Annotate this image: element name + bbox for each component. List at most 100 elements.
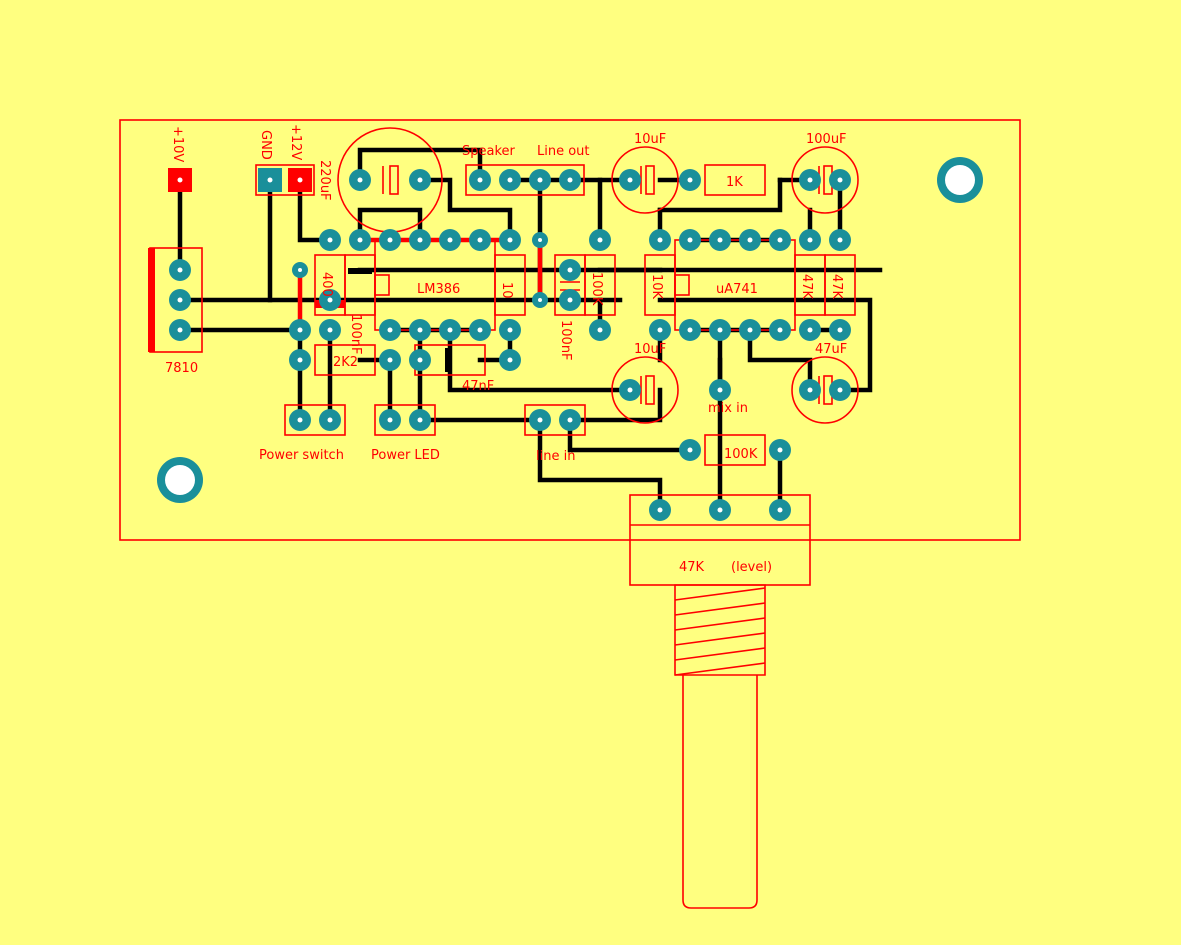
pad-drill-hole xyxy=(327,417,333,423)
pad-drill-hole xyxy=(627,177,633,183)
pad-drill-hole xyxy=(327,237,333,243)
pad-drill-hole xyxy=(567,417,573,423)
label-pot-level: (level) xyxy=(731,560,772,575)
pad-drill-hole xyxy=(387,327,393,333)
pad-drill-hole xyxy=(567,267,573,273)
pad-drill-hole xyxy=(297,417,303,423)
label-res-100k-a: 100K xyxy=(589,272,604,306)
label-cap-100nf-b: 100nF xyxy=(558,320,573,361)
pads xyxy=(168,168,312,192)
pad-drill-hole xyxy=(687,237,693,243)
via-drill-hole xyxy=(538,298,542,302)
pad-drill-hole xyxy=(507,357,513,363)
pad-drill-hole xyxy=(357,177,363,183)
pad-drill-hole xyxy=(837,387,843,393)
pad-drill-hole xyxy=(477,177,483,183)
pad-drill-hole xyxy=(417,327,423,333)
label-gnd: GND xyxy=(258,130,273,160)
label-cap-10uf-top: 10uF xyxy=(634,132,666,147)
pad-drill-hole xyxy=(537,177,543,183)
pad-drill-hole xyxy=(687,177,693,183)
label-res-100k-b: 100K xyxy=(724,447,758,462)
pad-drill-hole xyxy=(657,507,663,513)
label-speaker: Speaker xyxy=(462,144,516,159)
pad-drill-hole xyxy=(837,177,843,183)
label-cap-100uf: 100uF xyxy=(806,132,847,147)
pad-drill-hole xyxy=(597,327,603,333)
label-pot: 47K xyxy=(679,560,705,575)
label-res-1k: 1K xyxy=(726,175,743,190)
pad-drill-hole xyxy=(807,387,813,393)
label-res-400: 400 xyxy=(319,272,334,297)
pad-drill-hole xyxy=(417,357,423,363)
pad-drill-hole xyxy=(567,297,573,303)
pad-drill-hole xyxy=(387,357,393,363)
pad-drill-hole xyxy=(477,327,483,333)
label-reg-7810: 7810 xyxy=(165,361,198,376)
pad-drill-hole xyxy=(327,297,333,303)
pad-drill-hole xyxy=(387,417,393,423)
pad-drill-hole xyxy=(597,237,603,243)
pad-drill-hole xyxy=(747,237,753,243)
pad-drill-hole xyxy=(747,327,753,333)
pad-drill-hole xyxy=(627,387,633,393)
text-labels: +10V GND +12V 220uF Speaker Line out 10u… xyxy=(165,124,847,575)
pad-drill-hole xyxy=(807,177,813,183)
pad-drill-hole xyxy=(687,447,693,453)
label-power-led: Power LED xyxy=(371,448,440,463)
label-res-2k2: 2K2 xyxy=(333,355,358,370)
label-power-switch: Power switch xyxy=(259,448,344,463)
label-plus10v: +10V xyxy=(170,126,185,162)
board-outline xyxy=(119,119,1021,541)
pad-drill-hole xyxy=(807,237,813,243)
via-drill-hole xyxy=(298,268,302,272)
pad-drill-hole xyxy=(297,357,303,363)
pad-drill-hole xyxy=(777,447,783,453)
pad-drill-hole xyxy=(837,327,843,333)
mounting-holes xyxy=(157,157,983,503)
pad-drill-hole xyxy=(177,297,183,303)
label-res-47k-b: 47K xyxy=(829,274,844,300)
label-ua741: uA741 xyxy=(716,282,758,297)
pad-drill-hole xyxy=(777,507,783,513)
pad-drill-hole xyxy=(657,327,663,333)
label-line-in: line in xyxy=(536,449,575,464)
label-res-10: 10 xyxy=(499,282,514,299)
pad-drill-hole xyxy=(417,417,423,423)
pad-drill-hole xyxy=(387,237,393,243)
pad-drill-hole xyxy=(417,177,423,183)
pad-drill-hole xyxy=(717,327,723,333)
pad-drill-hole xyxy=(297,327,303,333)
pad-drill-hole xyxy=(777,327,783,333)
label-cap-47uf: 47uF xyxy=(815,342,847,357)
label-res-10k: 10K xyxy=(649,274,664,300)
pad-drill-hole xyxy=(507,327,513,333)
label-mix-in: mix in xyxy=(708,401,748,416)
label-cap-220uf: 220uF xyxy=(317,160,332,201)
label-res-47k-a: 47K xyxy=(799,274,814,300)
pad-drill-hole xyxy=(507,177,513,183)
pad-drill-hole xyxy=(177,267,183,273)
pad-drill-hole xyxy=(717,387,723,393)
label-cap-100nf-a: 100nF xyxy=(348,314,363,355)
pad-drill-hole xyxy=(507,237,513,243)
pad-drill-hole xyxy=(717,237,723,243)
pad-drill-hole xyxy=(477,237,483,243)
pad-drill-hole xyxy=(417,237,423,243)
pad-drill-hole xyxy=(807,327,813,333)
pad-drill-hole xyxy=(687,327,693,333)
pad-drill-hole xyxy=(447,327,453,333)
pad-drill-hole xyxy=(567,177,573,183)
pad-drill-hole xyxy=(357,237,363,243)
pad-drill-hole xyxy=(177,327,183,333)
pad-drill-hole xyxy=(837,237,843,243)
pad-drill-hole xyxy=(717,507,723,513)
label-lm386: LM386 xyxy=(417,282,460,297)
pad-drill-hole xyxy=(537,417,543,423)
label-cap-10uf-mid: 10uF xyxy=(634,342,666,357)
pad-drill-hole xyxy=(327,327,333,333)
label-plus12v: +12V xyxy=(288,124,303,160)
round-pads xyxy=(169,169,851,521)
pad-drill-hole xyxy=(777,237,783,243)
